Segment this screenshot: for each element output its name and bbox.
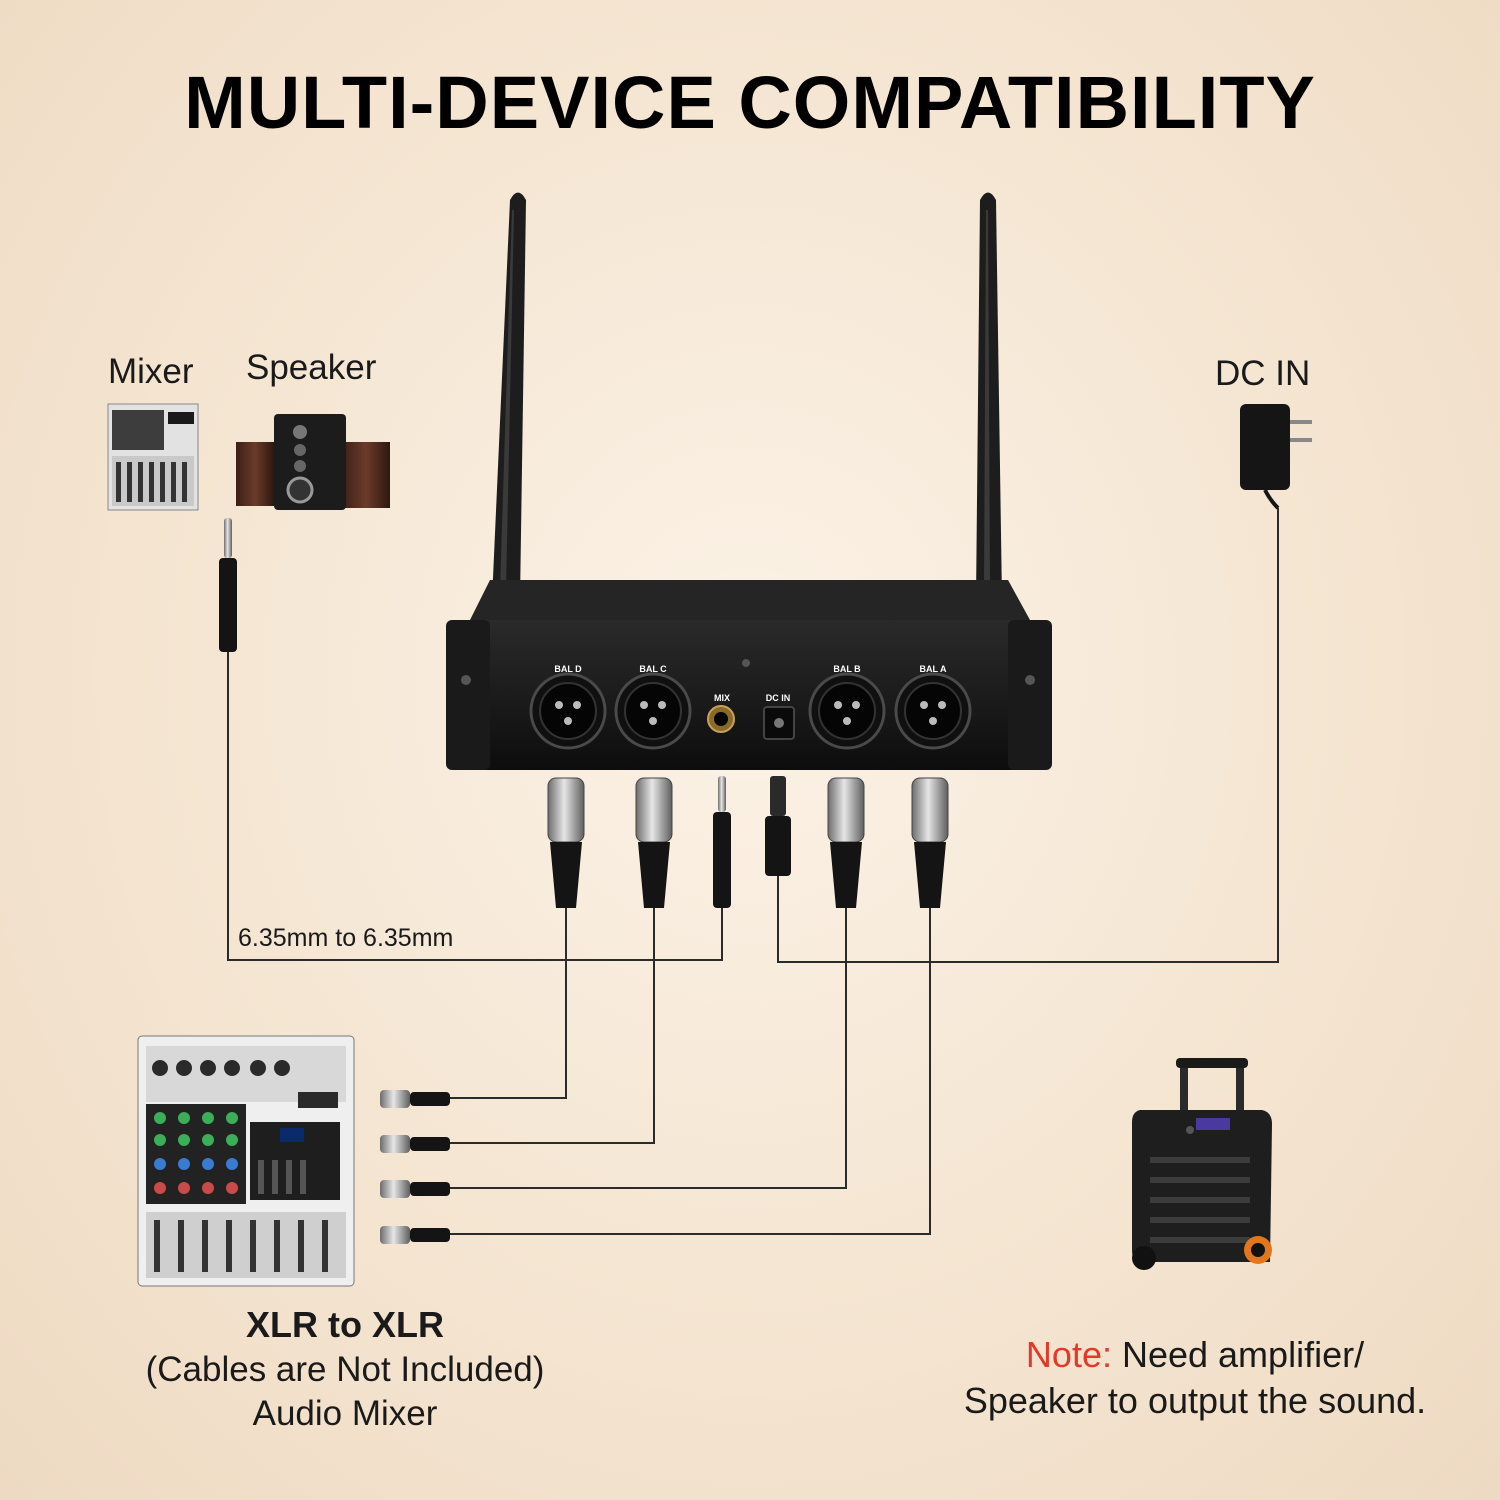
xlr-plug-horizontal-1-icon: [380, 1090, 450, 1108]
port-label-bal-c: BAL C: [639, 664, 667, 674]
page-title: MULTI-DEVICE COMPATIBILITY: [184, 61, 1316, 144]
socket-bal-b-icon: [808, 672, 886, 750]
xlr-plug-b-icon: [827, 777, 865, 908]
xlr-plug-horizontal-3-icon: [380, 1180, 450, 1198]
port-label-dc-in: DC IN: [766, 693, 791, 703]
wire-bal-a: [450, 905, 931, 1235]
dc-plug-icon: [765, 776, 791, 876]
receiver-icon: BAL D BAL C MIX DC IN BAL B BAL A: [446, 580, 1052, 770]
port-label-bal-a: BAL A: [920, 664, 948, 674]
port-label-bal-b: BAL B: [833, 664, 861, 674]
mixer-caption-note: (Cables are Not Included): [145, 1350, 545, 1389]
xlr-plug-a-icon: [911, 777, 949, 908]
dc-in-label: DC IN: [1215, 354, 1311, 393]
power-adapter-icon: [1240, 404, 1312, 510]
xlr-plug-d-icon: [547, 777, 585, 908]
socket-mix-icon: [707, 705, 735, 733]
jack-wire: [227, 650, 723, 961]
trolley-speaker-icon: [1132, 1058, 1272, 1270]
note-line-1: Need amplifier/: [1111, 1334, 1365, 1375]
socket-bal-d-icon: [529, 672, 607, 750]
socket-bal-a-icon: [894, 672, 972, 750]
jack-cable-label: 6.35mm to 6.35mm: [238, 924, 454, 952]
note-label: Note:: [1025, 1334, 1112, 1375]
port-label-bal-d: BAL D: [554, 664, 582, 674]
jack-plug-left-icon: [219, 518, 237, 652]
dc-wire: [777, 508, 1279, 963]
wire-bal-d: [450, 905, 567, 1099]
small-mixer-icon: [107, 403, 199, 511]
speaker-system-icon: [236, 414, 390, 510]
socket-bal-c-icon: [614, 672, 692, 750]
wire-bal-c: [450, 905, 655, 1144]
xlr-plug-horizontal-4-icon: [380, 1226, 450, 1244]
wire-bal-b: [450, 905, 847, 1189]
port-label-mix: MIX: [714, 693, 730, 703]
jack-plug-icon: [713, 776, 731, 908]
mixer-caption: XLR to XLR (Cables are Not Included) Aud…: [100, 1304, 590, 1434]
xlr-plug-c-icon: [635, 777, 673, 908]
xlr-horizontal-plugs: [380, 1090, 450, 1244]
xlr-plug-horizontal-2-icon: [380, 1135, 450, 1153]
mixer-caption-device: Audio Mixer: [252, 1394, 438, 1433]
wires: [227, 508, 1279, 1235]
audio-mixer-icon: [137, 1035, 355, 1287]
speaker-note: Note: Need amplifier/ Speaker to output …: [930, 1332, 1460, 1424]
socket-dc-in-icon: [763, 706, 795, 740]
mixer-label: Mixer: [108, 352, 194, 391]
speaker-label: Speaker: [246, 348, 377, 387]
note-line-2: Speaker to output the sound.: [963, 1380, 1427, 1421]
mixer-caption-title: XLR to XLR: [246, 1304, 444, 1345]
